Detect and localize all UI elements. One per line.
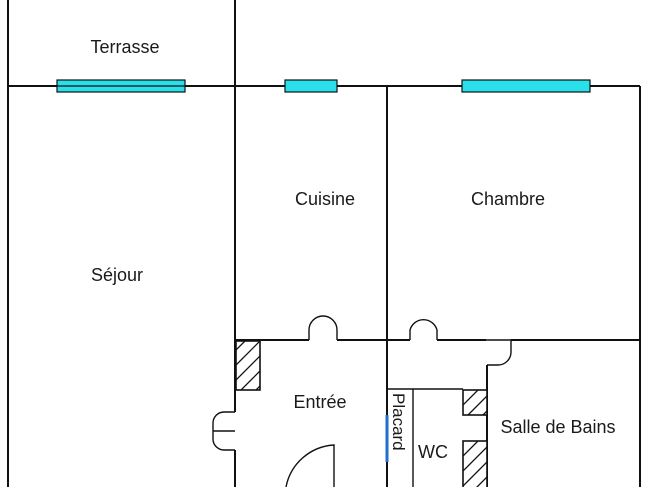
doors <box>212 315 512 487</box>
hatched-duct-entree <box>235 340 261 391</box>
terrasse-outline <box>7 0 236 86</box>
label-terrasse: Terrasse <box>90 37 159 57</box>
door-salle-de-bains <box>486 339 512 366</box>
door-cuisine <box>308 315 338 340</box>
label-placard: Placard <box>389 393 408 451</box>
hatched-duct-bathroom-top <box>462 389 488 416</box>
door-chambre <box>409 319 438 340</box>
label-entree: Entrée <box>293 392 346 412</box>
label-chambre: Chambre <box>471 189 545 209</box>
door-entree-left <box>212 411 235 451</box>
label-sejour: Séjour <box>91 265 143 285</box>
window-cuisine <box>284 79 338 93</box>
window-chambre <box>461 79 591 93</box>
label-salle-de-bains: Salle de Bains <box>500 417 615 437</box>
door-front <box>285 444 335 487</box>
hatched-duct-bathroom-bottom <box>462 440 488 487</box>
label-cuisine: Cuisine <box>295 189 355 209</box>
label-wc: WC <box>418 442 448 462</box>
windows <box>56 79 591 93</box>
